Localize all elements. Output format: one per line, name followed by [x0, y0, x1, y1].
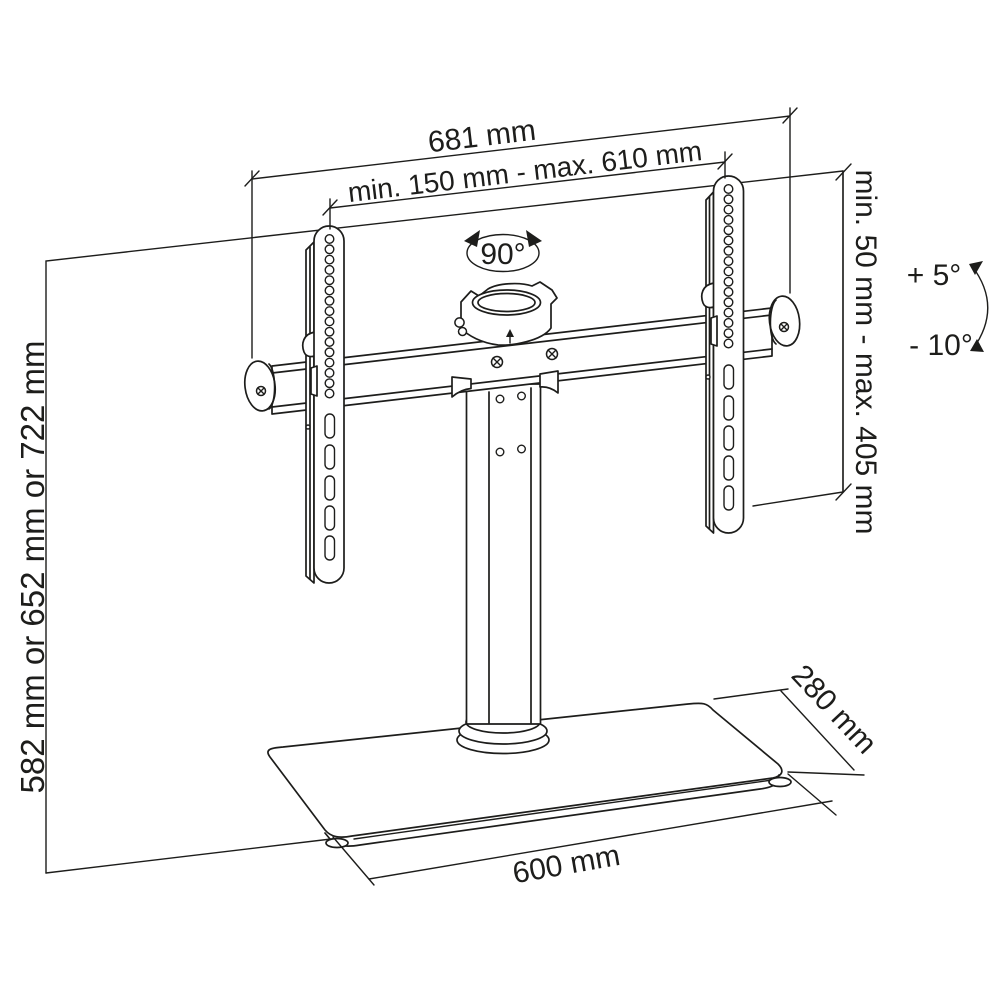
- crossbar-screw-right: [545, 347, 559, 361]
- base-plate: [267, 702, 792, 849]
- dimension-pole-height: 582 mm or 652 mm or 722 mm: [14, 341, 51, 794]
- vesa-slots-right: [723, 364, 735, 511]
- base-foot-right: [768, 776, 792, 788]
- tilt-arrow-up-icon: [969, 261, 983, 275]
- bar-hook: [301, 331, 316, 358]
- swivel-angle-label: 90°: [480, 238, 525, 271]
- crossbar-endcap-left: [243, 360, 277, 412]
- base-depth-label: 280 mm: [785, 659, 883, 761]
- vesa-bracket-right: [700, 175, 745, 534]
- tilt-up-label: + 5°: [907, 259, 962, 292]
- dimension-mount-width-range: min. 150 mm - max. 610 mm: [322, 135, 733, 230]
- pole-height-options-label: 582 mm or 652 mm or 722 mm: [14, 341, 51, 794]
- tilt-down-label: - 10°: [909, 329, 973, 362]
- swivel-arrow-left-icon: [464, 230, 480, 247]
- bar-hook: [700, 282, 715, 309]
- swivel-arrow-right-icon: [526, 230, 542, 247]
- swivel-indicator: 90°: [464, 230, 542, 273]
- overall-width-label: 681 mm: [426, 114, 538, 160]
- crossbar-screw-left: [490, 355, 504, 369]
- support-column: [465, 383, 542, 725]
- tension-knob: [454, 317, 468, 337]
- base-width-label: 600 mm: [510, 839, 622, 890]
- swivel-bracket: [451, 281, 559, 398]
- vesa-holes-right: [723, 183, 734, 349]
- swivel-cup: [460, 281, 558, 346]
- dimension-height-adjust-range: min. 50 mm - max. 405 mm: [752, 163, 882, 535]
- vesa-bracket-left: [301, 225, 345, 584]
- vesa-holes-left: [324, 233, 335, 399]
- alignment-arrow-icon: [506, 329, 514, 344]
- tilt-arrow-down-icon: [970, 339, 984, 352]
- crossbar-endcap-right: [768, 295, 801, 347]
- base-foot-left: [325, 837, 349, 849]
- vesa-slots-left: [324, 413, 336, 561]
- height-adjust-range-label: min. 50 mm - max. 405 mm: [849, 169, 882, 534]
- tilt-indicator: + 5° - 10°: [907, 259, 989, 362]
